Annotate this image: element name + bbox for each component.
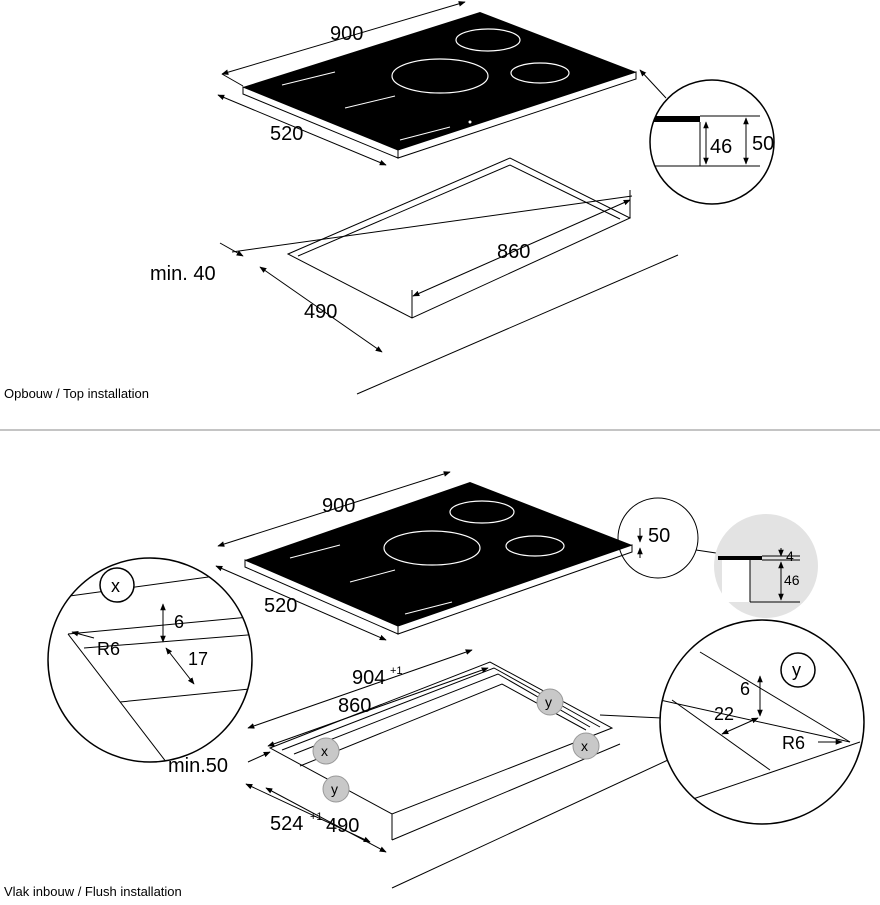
marker-y-left: y <box>322 775 350 803</box>
flush-height-lens <box>617 497 699 579</box>
flush-installation: 900 520 50 4 46 <box>4 471 865 899</box>
top-detail-inner: 46 <box>710 136 732 158</box>
top-detail-outer: 50 <box>752 133 774 155</box>
flush-cutout-width: 860 <box>338 695 371 717</box>
top-detail: 46 50 <box>649 79 775 205</box>
detail-x-width: 17 <box>188 649 208 669</box>
flush-cutout-depth: 490 <box>326 815 359 837</box>
flush-detail-top: 4 <box>786 548 794 564</box>
marker-y-right: y <box>536 688 564 716</box>
flush-detail-inner: 46 <box>784 572 800 588</box>
top-dim-cutout-depth: 490 <box>304 301 337 323</box>
marker-x-right: x <box>572 732 600 760</box>
svg-text:x: x <box>321 743 328 759</box>
detail-y-depth: 6 <box>740 679 750 699</box>
flush-rebate-width-tol: +1 <box>390 665 403 677</box>
detail-y-label: y <box>792 660 801 680</box>
flush-caption: Vlak inbouw / Flush installation <box>4 884 182 899</box>
detail-y-radius: R6 <box>782 733 805 753</box>
detail-x-label: x <box>111 576 120 596</box>
marker-x-left: x <box>312 737 340 765</box>
top-installation: 900 520 860 490 min. 40 <box>4 1 775 401</box>
flush-hob-right-edge <box>397 544 633 635</box>
svg-text:y: y <box>331 781 338 797</box>
svg-text:x: x <box>581 738 588 754</box>
detail-x-radius: R6 <box>97 639 120 659</box>
flush-rebate-width: 904 <box>352 667 385 689</box>
flush-edge-detail: 4 46 <box>714 514 818 618</box>
detail-x: x R6 6 17 <box>47 557 253 763</box>
flush-height: 50 <box>648 525 670 547</box>
flush-dim-depth: 520 <box>264 595 297 617</box>
flush-dim-width: 900 <box>322 495 355 517</box>
svg-text:y: y <box>545 694 552 710</box>
flush-rebate-depth: 524 <box>270 813 303 835</box>
detail-y: y 6 22 R6 <box>659 619 865 825</box>
top-caption: Opbouw / Top installation <box>4 386 149 401</box>
top-min-distance: min. 40 <box>150 263 216 285</box>
top-dim-depth: 520 <box>270 123 303 145</box>
top-dim-width: 900 <box>330 23 363 45</box>
cooking-zone-right <box>510 62 570 84</box>
detail-x-depth: 6 <box>174 612 184 632</box>
flush-min-distance: min.50 <box>168 755 228 777</box>
detail-y-width: 22 <box>714 704 734 724</box>
top-dim-cutout-width: 860 <box>497 241 530 263</box>
hob-right-edge <box>397 71 637 159</box>
